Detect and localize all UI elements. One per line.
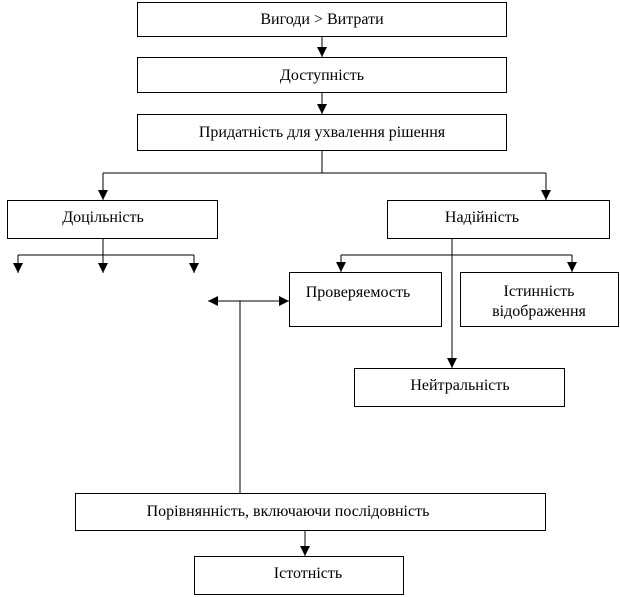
node-label: Порівнянність, включаючи послідовність [147,503,430,520]
node-label: Вигоди > Витрати [260,11,384,28]
node-comparability: Порівнянність, включаючи послідовність [75,493,546,531]
node-reliability: Надійність [387,200,610,239]
node-neutrality: Нейтральність [354,368,565,407]
connectors [13,36,577,556]
node-verifiability: Проверяемость [289,272,442,327]
node-accessibility: Доступність [137,57,507,93]
node-label: Істотність [274,565,342,582]
node-benefits-costs: Вигоди > Витрати [137,2,507,37]
node-label: Проверяемость [306,284,411,301]
node-faithful-representation: Істинність відображення [460,272,619,327]
node-label: Придатність для ухвалення рішення [199,124,446,141]
node-label: Доступність [280,67,364,84]
node-label: Доцільність [62,209,144,226]
node-label-line2: відображення [492,303,586,320]
node-label: Надійність [445,209,519,226]
node-relevance: Доцільність [7,200,218,239]
node-label-line1: Істинність [504,283,575,300]
node-decision-usefulness: Придатність для ухвалення рішення [137,114,507,151]
node-materiality: Істотність [194,556,404,595]
node-label: Нейтральність [410,377,509,394]
